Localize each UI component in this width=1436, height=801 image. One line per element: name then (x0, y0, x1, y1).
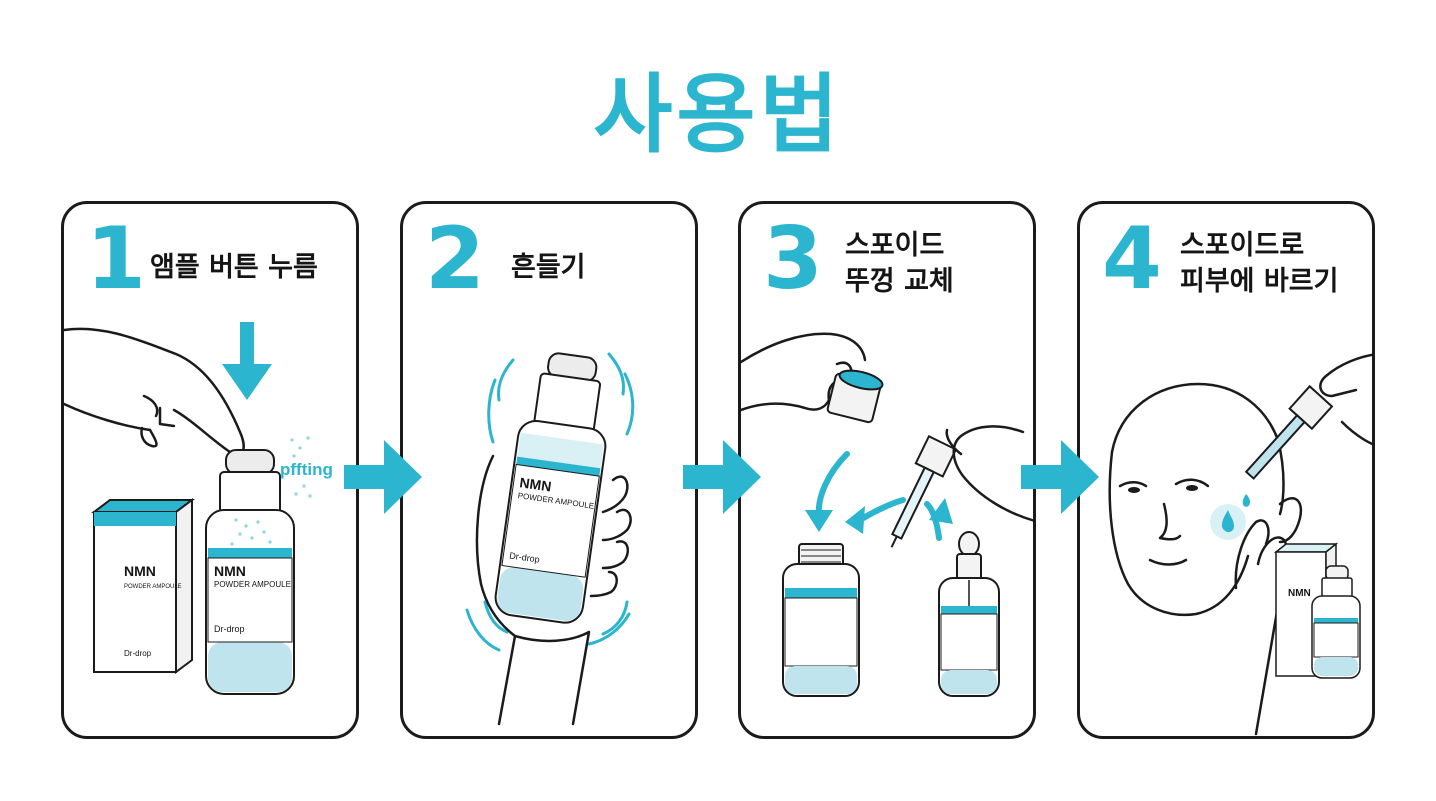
face-icon (1108, 382, 1303, 617)
ampoule-bottle (1311, 565, 1361, 679)
step-caption: 앰플 버튼 누름 (150, 252, 318, 283)
step-4-illustration: NMN (1108, 353, 1372, 736)
step-panel-2: 2 흔들기 NMN POWDER AMPOULE Dr-drop (400, 201, 698, 739)
step-panel-1: 1 앰플 버튼 누름 NMN POWDER AMPOULE Dr-drop (61, 201, 359, 739)
dropper-bottle (938, 531, 1000, 697)
step-2-illustration: NMN POWDER AMPOULE Dr-drop (465, 352, 635, 726)
step-number: 4 (1102, 209, 1162, 309)
step-number: 2 (425, 209, 485, 309)
hand-icon-2 (945, 425, 1033, 522)
down-arrow-icon (222, 322, 272, 400)
open-bottle (782, 543, 860, 697)
sound-effect-text: pffting (280, 460, 333, 479)
box-product-name: NMN (124, 563, 156, 579)
product-box: NMN POWDER AMPOULE Dr-drop (91, 498, 195, 674)
right-arrow-icon (683, 440, 761, 514)
ampoule-bottle: NMN POWDER AMPOULE Dr-drop (494, 352, 607, 624)
bottle-brand: Dr-drop (509, 550, 541, 564)
bottle-product-name: NMN (214, 563, 246, 579)
hand-icon (475, 454, 632, 726)
bottle-product-name: NMN (519, 474, 553, 494)
page-title: 사용법 (593, 65, 843, 165)
step-panel-3: 3 스포이드 뚜껑 교체 (738, 201, 1036, 739)
box-product-name: NMN (1288, 588, 1311, 599)
spray-dots (290, 436, 312, 498)
right-eye (1186, 485, 1198, 491)
step-1-illustration: NMN POWDER AMPOULE Dr-drop NMN POWDER AM… (64, 322, 333, 695)
dropper-icon (890, 434, 958, 548)
left-eye (1128, 487, 1140, 493)
step-panel-4: 4 스포이드로 피부에 바르기 (1077, 201, 1375, 739)
box-brand: Dr-drop (124, 649, 152, 658)
shake-motion-lines (465, 352, 635, 652)
ampoule-bottle: NMN POWDER AMPOULE Dr-drop (205, 449, 295, 695)
arrow-heads (805, 498, 953, 534)
step-number: 3 (763, 209, 823, 309)
right-arrow-icon (344, 440, 422, 514)
hand-icon (64, 327, 245, 457)
step-3-illustration (741, 332, 1033, 697)
drop-icon (1221, 494, 1250, 533)
cap-icon (826, 369, 884, 424)
step-caption: 스포이드로 피부에 바르기 (1180, 230, 1339, 297)
bottle-product-subtitle: POWDER AMPOULE (214, 580, 291, 589)
step-number: 1 (86, 209, 146, 309)
dropper-icon (1244, 384, 1334, 480)
bottle-brand: Dr-drop (214, 624, 245, 634)
step-caption: 스포이드 뚜껑 교체 (845, 230, 954, 297)
box-product-subtitle: POWDER AMPOULE (124, 584, 182, 590)
right-arrow-icon (1021, 440, 1099, 514)
step-caption: 흔들기 (511, 252, 586, 283)
